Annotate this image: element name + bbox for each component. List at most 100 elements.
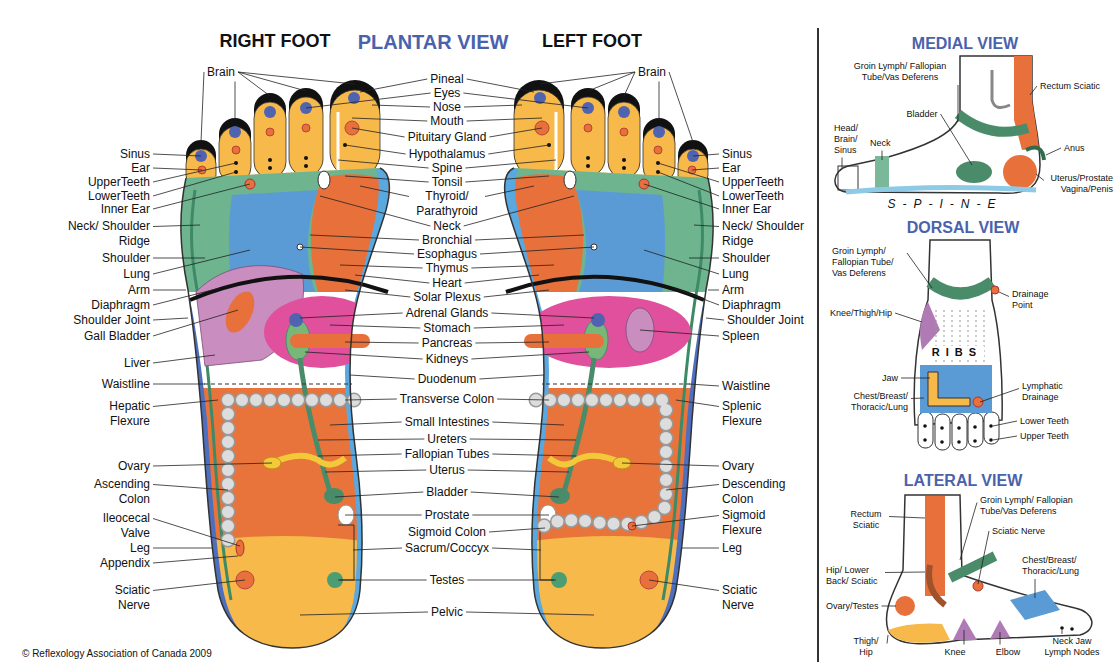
leader-line	[238, 72, 306, 91]
leader-line	[153, 519, 240, 547]
leader-line	[993, 436, 1017, 440]
leader-line	[352, 128, 405, 137]
organ-label: Tonsil	[432, 175, 463, 190]
leader-line	[471, 265, 554, 268]
organ-label: Groin Lymph/ Fallopian Tube/Vas Deferens	[980, 495, 1105, 517]
leader-line	[1046, 148, 1061, 155]
leader-line	[540, 72, 635, 84]
leader-line	[340, 580, 427, 581]
leader-line	[335, 492, 423, 497]
organ-label: Sigmoid Colon	[408, 525, 486, 540]
organ-label: Shoulder Joint	[727, 313, 804, 328]
left-foot	[484, 60, 724, 660]
leader-line	[978, 531, 989, 584]
leader-line	[488, 145, 549, 154]
view-heading: MEDIAL VIEW	[912, 34, 1018, 53]
leader-line	[467, 580, 554, 581]
organ-label: Neck	[870, 138, 891, 149]
leader-line	[980, 389, 1019, 403]
leader-line	[153, 168, 202, 170]
leader-line	[320, 196, 430, 226]
leader-line	[492, 422, 564, 425]
organ-label: Chest/Breast/ Thoracic/Lung	[1022, 555, 1102, 577]
organ-label: Ileocecal Valve	[82, 511, 150, 541]
leader-line	[484, 290, 549, 297]
leader-line	[153, 288, 220, 305]
leader-line	[360, 186, 409, 197]
organ-label: Neck	[433, 219, 460, 234]
leader-line	[1036, 174, 1044, 181]
leader-line	[310, 235, 419, 240]
organ-label: Descending Colon	[722, 477, 794, 507]
leader-line	[325, 470, 426, 472]
leader-line	[300, 313, 403, 318]
organ-label: Stomach	[423, 321, 470, 336]
organ-label: Mouth	[430, 114, 463, 129]
organ-label: Sciatic Nerve	[722, 583, 782, 613]
leader-line	[318, 439, 424, 440]
organ-label: Brain	[638, 65, 666, 80]
organ-label: Inner Ear	[101, 202, 150, 217]
organ-label: Spine	[432, 161, 463, 176]
organ-label: Anus	[1064, 143, 1085, 154]
leader-line	[464, 196, 574, 226]
organ-label: Thyroid/ Parathyroid	[412, 189, 482, 219]
organ-label: Sacrum/Coccyx	[405, 541, 489, 556]
panel-divider	[817, 28, 819, 662]
leader-line	[882, 606, 896, 607]
foot-heading: LEFT FOOT	[542, 30, 642, 52]
leader-line	[682, 548, 719, 549]
leader-line	[1030, 86, 1037, 95]
leader-line	[153, 485, 228, 491]
organ-label: Hypothalamus	[409, 147, 486, 162]
leader-line	[345, 176, 429, 182]
organ-label: Prostate	[425, 508, 470, 523]
organ-label: Splenic Flexure	[722, 399, 782, 429]
leader-line	[153, 556, 238, 563]
leader-line	[305, 352, 423, 359]
leader-line	[689, 384, 719, 386]
leader-line	[882, 151, 883, 161]
leader-line	[479, 375, 544, 379]
leader-line	[1062, 630, 1063, 634]
leader-line	[466, 612, 594, 615]
organ-label: Neck/ Shoulder Ridge	[64, 219, 150, 249]
organ-label: Groin Lymph/ Fallopian Tube/Vas Deferens	[838, 61, 963, 83]
leader-line	[153, 154, 201, 156]
leader-line	[153, 184, 250, 209]
leader-line	[842, 158, 843, 169]
leader-line	[372, 105, 430, 107]
organ-label: Adrenal Glands	[406, 306, 489, 321]
organ-label: Head/ Brain/ Sinus	[834, 123, 868, 156]
leader-line	[300, 612, 428, 615]
leader-line	[887, 635, 888, 644]
leader-line	[474, 325, 564, 328]
spine-label: S-P-I-N-E	[888, 197, 1003, 211]
leader-line	[470, 439, 576, 440]
organ-label: Hepatic Flexure	[90, 399, 150, 429]
leader-line	[492, 548, 541, 550]
organ-label: Inner Ear	[722, 202, 771, 217]
leader-line	[885, 572, 925, 574]
leader-line	[153, 318, 188, 320]
leader-line	[345, 290, 410, 297]
organ-label: Diaphragm	[722, 298, 781, 313]
leader-line	[468, 470, 569, 472]
leader-line	[907, 253, 932, 288]
leader-line	[497, 399, 549, 400]
leader-line	[708, 290, 719, 291]
leader-line	[632, 516, 719, 527]
organ-label: Solar Plexus	[413, 290, 480, 305]
organ-label: Elbow	[996, 647, 1021, 658]
foot-heading: RIGHT FOOT	[220, 30, 331, 52]
organ-label: Leg	[130, 541, 150, 556]
leader-line	[693, 154, 719, 156]
leader-line	[489, 128, 542, 137]
organ-label: Kidneys	[426, 352, 469, 367]
leader-line	[330, 325, 420, 328]
organ-label: Arm	[722, 283, 744, 298]
leader-line	[238, 72, 270, 96]
organ-label: Eyes	[434, 86, 461, 101]
